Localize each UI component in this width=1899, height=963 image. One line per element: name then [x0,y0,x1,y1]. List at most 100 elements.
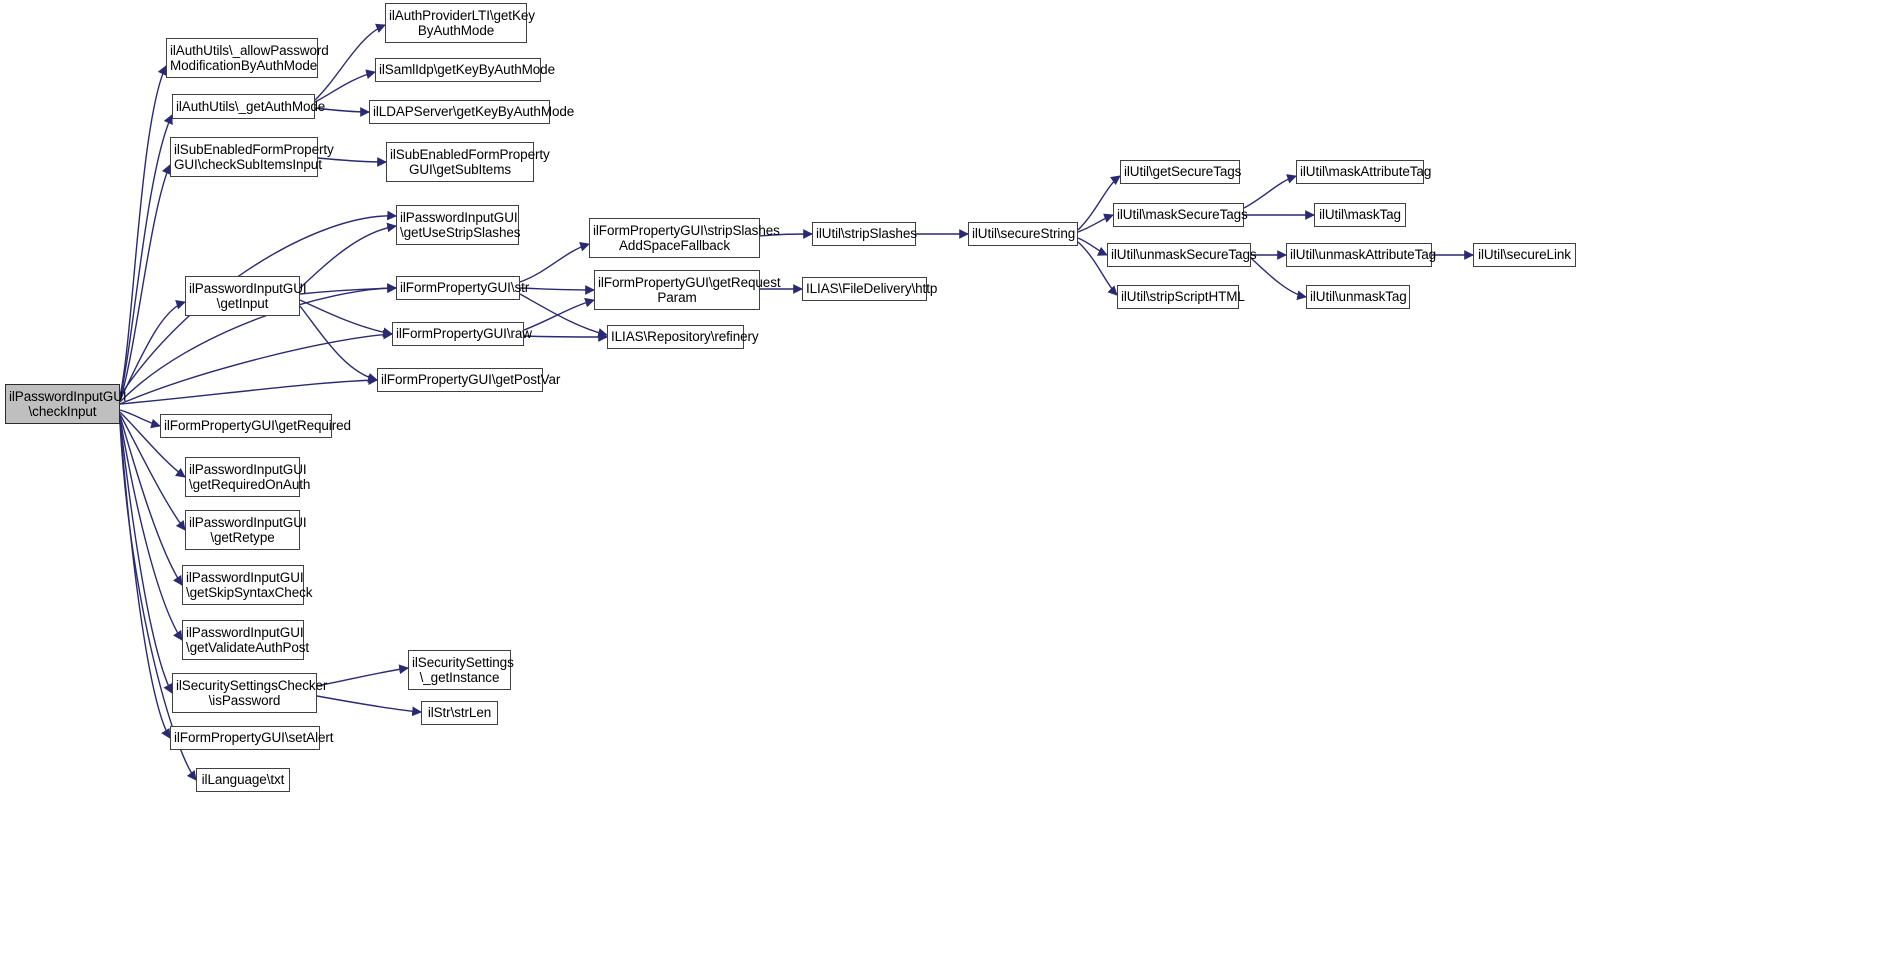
graph-node-label: ilPasswordInputGUI \getUseStripSlashes [400,209,521,241]
graph-node-label: ilFormPropertyGUI\setAlert [174,730,334,746]
graph-edge [523,332,608,342]
graph-node-refinery[interactable]: ILIAS\Repository\refinery [607,325,759,349]
graph-node-getInput[interactable]: ilPasswordInputGUI \getInput [185,276,307,316]
graph-node-getSecureTags[interactable]: ilUtil\getSecureTags [1120,160,1242,184]
graph-edge [299,305,378,383]
graph-node-label: ilAuthProviderLTI\getKey ByAuthMode [389,7,535,39]
graph-edge [1243,174,1297,209]
graph-edge [119,65,167,397]
graph-node-label: ilUtil\unmaskTag [1310,289,1407,305]
graph-node-label: ilUtil\stripSlashes [816,226,917,242]
graph-node-getRetype[interactable]: ilPasswordInputGUI \getRetype [185,510,307,550]
graph-node-raw[interactable]: ilFormPropertyGUI\raw [392,322,532,346]
graph-node-label: ilUtil\unmaskSecureTags [1111,247,1257,263]
graph-node-label: ilFormPropertyGUI\str [400,280,530,296]
graph-node-getPostVar[interactable]: ilFormPropertyGUI\getPostVar [377,368,561,392]
graph-node-checkInput[interactable]: ilPasswordInputGUI \checkInput [5,384,127,424]
graph-edge [1077,237,1108,256]
graph-edge [119,164,171,401]
graph-node-strLen[interactable]: ilStr\strLen [421,701,498,725]
graph-node-ldapGetKey[interactable]: ilLDAPServer\getKeyByAuthMode [369,100,575,124]
graph-node-getAuthMode[interactable]: ilAuthUtils\_getAuthMode [172,94,326,119]
graph-edge [119,329,393,405]
graph-node-label: ilUtil\secureLink [1478,247,1571,263]
graph-edge [119,417,183,641]
graph-node-getSubItems[interactable]: ilSubEnabledFormProperty GUI\getSubItems [386,142,550,182]
graph-node-label: ilUtil\maskTag [1319,207,1401,223]
graph-node-label: ilUtil\unmaskAttributeTag [1290,247,1437,263]
graph-node-stripSlashesAddSpace[interactable]: ilFormPropertyGUI\stripSlashes AddSpaceF… [589,218,780,258]
graph-node-maskTag[interactable]: ilUtil\maskTag [1314,203,1406,227]
graph-node-isPassword[interactable]: ilSecuritySettingsChecker \isPassword [172,673,328,713]
graph-node-label: ilPasswordInputGUI \getValidateAuthPost [186,624,310,656]
graph-edge [299,283,397,295]
graph-node-label: ilFormPropertyGUI\getPostVar [381,372,561,388]
graph-node-label: ILIAS\FileDelivery\http [806,281,938,297]
graph-edge [119,409,161,429]
graph-edge [119,300,186,401]
graph-node-label: ilFormPropertyGUI\getRequest Param [598,274,781,306]
graph-node-label: ilUtil\secureString [972,226,1076,242]
graph-edge [519,285,595,295]
graph-node-unmaskAttributeTag[interactable]: ilUtil\unmaskAttributeTag [1286,243,1437,267]
graph-node-stripSlashes[interactable]: ilUtil\stripSlashes [812,222,917,246]
graph-node-getValidateAuthPost[interactable]: ilPasswordInputGUI \getValidateAuthPost [182,620,310,660]
graph-edge [314,69,376,103]
graph-node-label: ilFormPropertyGUI\raw [396,326,532,342]
graph-node-label: ilPasswordInputGUI \getSkipSyntaxCheck [186,569,313,601]
graph-node-label: ilSubEnabledFormProperty GUI\checkSubIte… [174,141,334,173]
graph-node-label: ilSubEnabledFormProperty GUI\getSubItems [390,146,550,178]
graph-node-unmaskTag[interactable]: ilUtil\unmaskTag [1306,285,1410,309]
graph-node-str[interactable]: ilFormPropertyGUI\str [396,276,530,300]
graph-node-setAlert[interactable]: ilFormPropertyGUI\setAlert [170,726,334,750]
graph-edge [316,695,422,717]
graph-node-getUseStripSlashes[interactable]: ilPasswordInputGUI \getUseStripSlashes [396,205,521,245]
graph-edge [119,421,171,739]
graph-edge [299,299,393,338]
graph-node-unmaskSecureTags[interactable]: ilUtil\unmaskSecureTags [1107,243,1257,267]
graph-edge [299,222,397,289]
graph-node-label: ilUtil\maskAttributeTag [1300,164,1432,180]
graph-node-getRequestParam[interactable]: ilFormPropertyGUI\getRequest Param [594,270,781,310]
graph-node-fileDeliveryHttp[interactable]: ILIAS\FileDelivery\http [802,277,938,301]
graph-edge [523,297,595,331]
graph-node-getRequired[interactable]: ilFormPropertyGUI\getRequired [160,414,351,438]
graph-node-label: ilAuthUtils\_getAuthMode [176,98,326,114]
graph-node-maskAttributeTag[interactable]: ilUtil\maskAttributeTag [1296,160,1432,184]
graph-node-label: ilUtil\getSecureTags [1124,164,1242,180]
graph-node-secureLink[interactable]: ilUtil\secureLink [1473,243,1576,267]
graph-edge [1077,213,1114,233]
graph-node-label: ilFormPropertyGUI\stripSlashes AddSpaceF… [593,222,780,254]
graph-node-getSkipSyntaxCheck[interactable]: ilPasswordInputGUI \getSkipSyntaxCheck [182,565,313,605]
graph-node-maskSecureTags[interactable]: ilUtil\maskSecureTags [1113,203,1248,227]
graph-node-stripScriptHTML[interactable]: ilUtil\stripScriptHTML [1117,285,1245,309]
graph-node-getKeyByAuthModeLTI[interactable]: ilAuthProviderLTI\getKey ByAuthMode [385,3,535,43]
graph-node-label: ilSecuritySettingsChecker \isPassword [176,677,328,709]
graph-node-label: ilPasswordInputGUI \getRetype [189,514,307,546]
graph-node-label: ilUtil\maskSecureTags [1117,207,1248,223]
graph-edge [519,242,590,283]
graph-node-label: ilUtil\stripScriptHTML [1121,289,1245,305]
graph-node-label: ilLanguage\txt [201,772,285,788]
graph-node-txt[interactable]: ilLanguage\txt [196,768,290,792]
graph-node-getRequiredOnAuth[interactable]: ilPasswordInputGUI \getRequiredOnAuth [185,457,311,497]
graph-node-label: ilFormPropertyGUI\getRequired [164,418,351,434]
graph-node-label: ilPasswordInputGUI \checkInput [9,388,127,420]
graph-edge [119,419,173,694]
graph-node-label: ILIAS\Repository\refinery [611,329,759,345]
graph-node-secureString[interactable]: ilUtil\secureString [968,222,1078,246]
graph-node-checkSubItemsInput[interactable]: ilSubEnabledFormProperty GUI\checkSubIte… [170,137,334,177]
graph-edge [316,664,409,687]
graph-node-label: ilAuthUtils\_allowPassword ModificationB… [170,42,329,74]
graph-node-label: ilLDAPServer\getKeyByAuthMode [373,104,575,120]
graph-edge [119,415,183,586]
graph-node-label: ilPasswordInputGUI \getRequiredOnAuth [189,461,311,493]
graph-node-getInstance[interactable]: ilSecuritySettings \_getInstance [408,650,514,690]
graph-node-label: ilPasswordInputGUI \getInput [189,280,307,312]
graph-node-label: ilSamlIdp\getKeyByAuthMode [379,62,555,78]
graph-node-label: ilSecuritySettings \_getInstance [412,654,514,686]
graph-node-label: ilStr\strLen [427,705,492,721]
graph-node-allowPasswordModification[interactable]: ilAuthUtils\_allowPassword ModificationB… [166,38,329,78]
graph-node-samlGetKey[interactable]: ilSamlIdp\getKeyByAuthMode [375,58,555,82]
